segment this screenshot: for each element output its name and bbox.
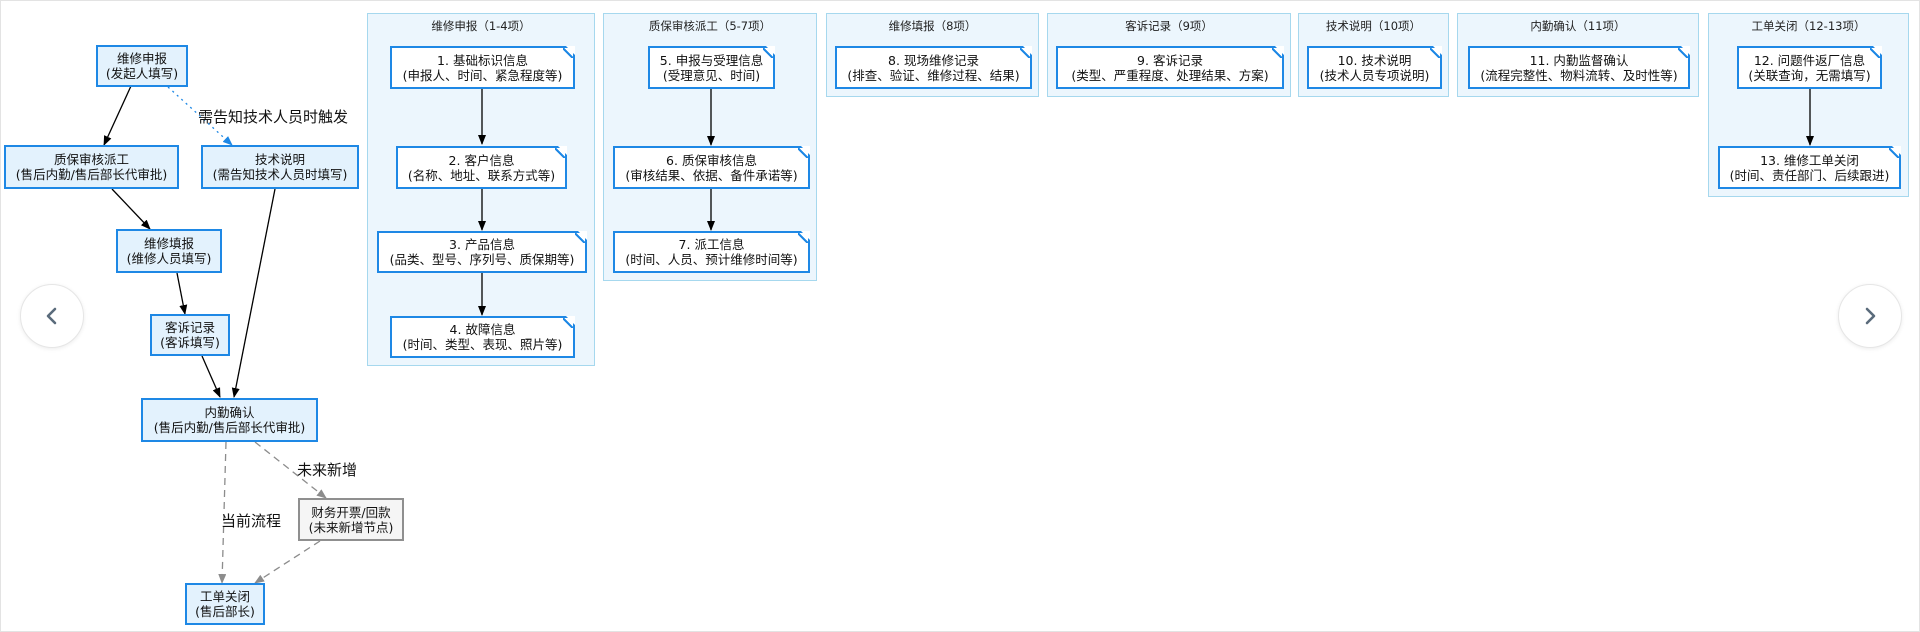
node-subtitle: (维修人员填写) bbox=[126, 251, 212, 266]
group-repair-fill: 维修填报（8项） 8. 现场维修记录 (排查、验证、维修过程、结果) bbox=[826, 13, 1039, 97]
node-complaint-record: 客诉记录 (客诉填写) bbox=[150, 314, 230, 356]
note-item-11: 11. 内勤监督确认 (流程完整性、物料流转、及时性等) bbox=[1468, 46, 1690, 89]
group-order-close: 工单关闭（12-13项） 12. 问题件返厂信息 (关联查询，无需填写) 13.… bbox=[1708, 13, 1909, 197]
chevron-left-icon bbox=[46, 307, 57, 325]
note-subtitle: (类型、严重程度、处理结果、方案) bbox=[1071, 67, 1269, 83]
node-subtitle: (售后内勤/售后部长代审批) bbox=[153, 420, 306, 435]
note-title: 2. 客户信息 bbox=[448, 152, 515, 168]
note-title: 5. 申报与受理信息 bbox=[659, 52, 764, 68]
note-item-7: 7. 派工信息 (时间、人员、预计维修时间等) bbox=[613, 231, 810, 273]
group-repair-report: 维修申报（1-4项） 1. 基础标识信息 (申报人、时间、紧急程度等) 2. 客… bbox=[367, 13, 595, 366]
note-title: 12. 问题件返厂信息 bbox=[1753, 52, 1866, 68]
edge-finance-to-close bbox=[254, 540, 321, 584]
node-title: 财务开票/回款 bbox=[311, 504, 391, 520]
group-title: 技术说明（10项） bbox=[1325, 19, 1422, 33]
note-item-3: 3. 产品信息 (品类、型号、序列号、质保期等) bbox=[377, 231, 587, 273]
node-title: 工单关闭 bbox=[199, 589, 250, 604]
note-item-6: 6. 质保审核信息 (审核结果、依据、备件承诺等) bbox=[613, 146, 810, 189]
note-subtitle: (申报人、时间、紧急程度等) bbox=[402, 67, 563, 83]
note-item-12: 12. 问题件返厂信息 (关联查询，无需填写) bbox=[1737, 46, 1882, 89]
note-subtitle: (品类、型号、序列号、质保期等) bbox=[389, 252, 575, 267]
group-title: 客诉记录（9项） bbox=[1125, 19, 1213, 33]
node-title: 内勤确认 bbox=[204, 405, 255, 420]
edge-report-to-warranty bbox=[103, 85, 132, 146]
note-subtitle: (关联查询，无需填写) bbox=[1748, 67, 1871, 83]
edge-warranty-to-repair bbox=[111, 188, 151, 230]
note-subtitle: (时间、责任部门、后续跟进) bbox=[1729, 167, 1890, 183]
edge-tech-to-internal bbox=[231, 188, 276, 398]
node-warranty-dispatch: 质保审核派工 (售后内勤/售后部长代审批) bbox=[4, 145, 179, 189]
group-title: 维修申报（1-4项） bbox=[431, 19, 531, 33]
group-complaint-record: 客诉记录（9项） 9. 客诉记录 (类型、严重程度、处理结果、方案) bbox=[1047, 13, 1291, 97]
edge-repair-to-complaint bbox=[176, 272, 188, 315]
note-subtitle: (排查、验证、维修过程、结果) bbox=[847, 67, 1020, 83]
note-subtitle: (受理意见、时间) bbox=[662, 67, 761, 83]
note-title: 8. 现场维修记录 bbox=[888, 52, 979, 68]
prev-button[interactable] bbox=[20, 284, 84, 348]
node-subtitle: (售后内勤/售后部长代审批) bbox=[15, 167, 168, 182]
note-title: 3. 产品信息 bbox=[449, 237, 515, 252]
group-tech-note: 技术说明（10项） 10. 技术说明 (技术人员专项说明) bbox=[1298, 13, 1449, 97]
group-edges bbox=[1806, 89, 1814, 146]
node-title: 维修申报 bbox=[116, 51, 167, 66]
group-internal-confirm: 内勤确认（11项） 11. 内勤监督确认 (流程完整性、物料流转、及时性等) bbox=[1457, 13, 1699, 97]
note-item-1: 1. 基础标识信息 (申报人、时间、紧急程度等) bbox=[390, 46, 575, 89]
note-subtitle: (名称、地址、联系方式等) bbox=[407, 167, 556, 183]
node-title: 维修填报 bbox=[143, 236, 194, 251]
note-title: 11. 内勤监督确认 bbox=[1529, 52, 1629, 68]
note-title: 1. 基础标识信息 bbox=[437, 52, 528, 68]
note-title: 9. 客诉记录 bbox=[1137, 52, 1203, 68]
note-subtitle: (时间、类型、表现、照片等) bbox=[402, 337, 563, 352]
node-title: 技术说明 bbox=[254, 152, 305, 167]
note-item-8: 8. 现场维修记录 (排查、验证、维修过程、结果) bbox=[835, 46, 1032, 89]
edge-label-future: 未来新增 bbox=[297, 461, 358, 479]
edge-internal-to-finance bbox=[254, 441, 327, 499]
chevron-right-icon bbox=[1865, 307, 1876, 325]
note-title: 13. 维修工单关闭 bbox=[1760, 152, 1859, 168]
note-title: 4. 故障信息 bbox=[449, 322, 516, 337]
node-order-close: 工单关闭 (售后部长) bbox=[185, 583, 265, 625]
note-subtitle: (时间、人员、预计维修时间等) bbox=[625, 252, 798, 267]
group-title: 质保审核派工（5-7项） bbox=[648, 19, 772, 33]
note-item-5: 5. 申报与受理信息 (受理意见、时间) bbox=[648, 46, 775, 89]
note-title: 10. 技术说明 bbox=[1337, 52, 1412, 68]
note-item-10: 10. 技术说明 (技术人员专项说明) bbox=[1307, 46, 1442, 89]
note-item-13: 13. 维修工单关闭 (时间、责任部门、后续跟进) bbox=[1718, 146, 1901, 189]
node-repair-report: 维修申报 (发起人填写) bbox=[96, 45, 188, 87]
group-edges bbox=[478, 89, 486, 316]
node-subtitle: (未来新增节点) bbox=[308, 519, 394, 535]
node-subtitle: (客诉填写) bbox=[160, 335, 220, 350]
note-subtitle: (技术人员专项说明) bbox=[1319, 67, 1430, 83]
next-button[interactable] bbox=[1838, 284, 1902, 348]
node-tech-note: 技术说明 (需告知技术人员时填写) bbox=[201, 145, 359, 189]
note-title: 7. 派工信息 bbox=[678, 237, 745, 252]
node-subtitle: (发起人填写) bbox=[105, 66, 179, 81]
node-repair-fill: 维修填报 (维修人员填写) bbox=[116, 229, 222, 273]
group-title: 内勤确认（11项） bbox=[1530, 19, 1626, 33]
group-title: 维修填报（8项） bbox=[888, 19, 977, 33]
note-subtitle: (流程完整性、物料流转、及时性等) bbox=[1480, 67, 1678, 83]
group-edges bbox=[707, 89, 715, 231]
node-finance-future: 财务开票/回款 (未来新增节点) bbox=[298, 498, 404, 541]
note-item-4: 4. 故障信息 (时间、类型、表现、照片等) bbox=[390, 316, 575, 358]
note-item-2: 2. 客户信息 (名称、地址、联系方式等) bbox=[396, 146, 567, 189]
edge-label-current: 当前流程 bbox=[221, 512, 282, 530]
note-item-9: 9. 客诉记录 (类型、严重程度、处理结果、方案) bbox=[1056, 46, 1284, 89]
node-title: 质保审核派工 bbox=[53, 152, 129, 167]
node-subtitle: (需告知技术人员时填写) bbox=[212, 167, 348, 182]
node-internal-confirm: 内勤确认 (售后内勤/售后部长代审批) bbox=[141, 398, 318, 442]
group-title: 工单关闭（12-13项） bbox=[1751, 19, 1866, 33]
edge-complaint-to-internal bbox=[201, 355, 221, 398]
node-subtitle: (售后部长) bbox=[195, 604, 255, 619]
edge-label-tech-trigger: 需告知技术人员时触发 bbox=[198, 108, 349, 126]
edge-report-to-tech bbox=[167, 86, 233, 146]
group-warranty-dispatch: 质保审核派工（5-7项） 5. 申报与受理信息 (受理意见、时间) 6. 质保审… bbox=[603, 13, 817, 281]
note-title: 6. 质保审核信息 bbox=[666, 152, 757, 168]
node-title: 客诉记录 bbox=[164, 320, 215, 335]
note-subtitle: (审核结果、依据、备件承诺等) bbox=[625, 167, 798, 183]
